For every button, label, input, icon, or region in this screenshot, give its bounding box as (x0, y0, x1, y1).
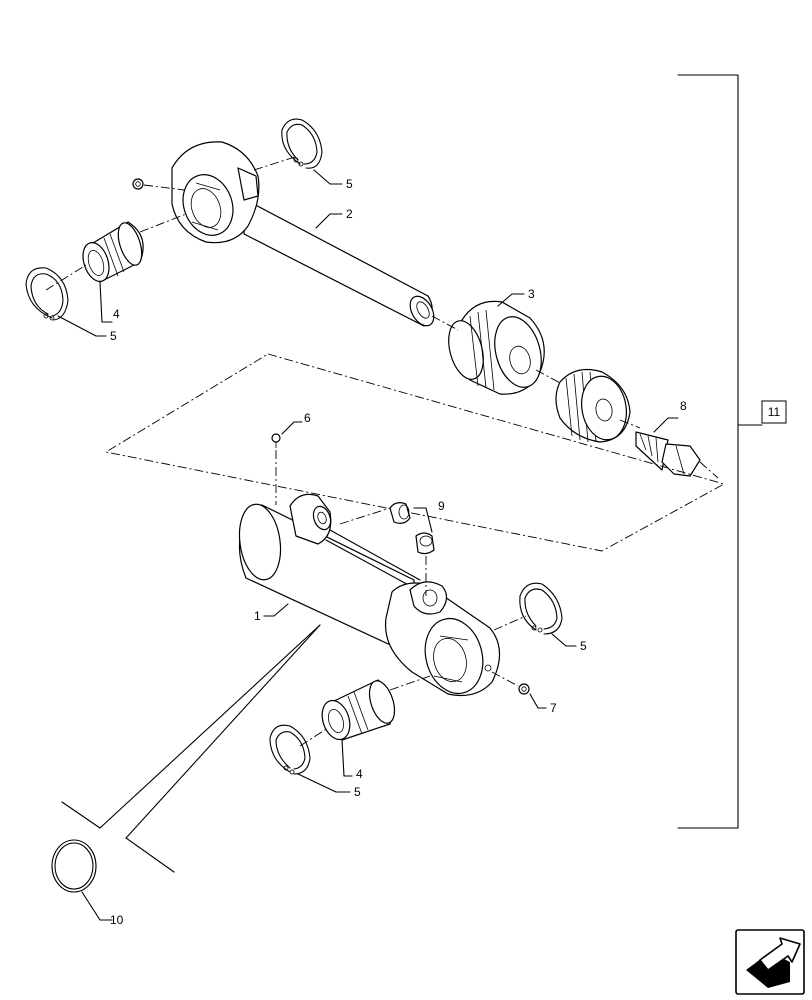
grease-fitting-7 (518, 683, 530, 695)
assembly-bracket: 11 (677, 74, 787, 829)
callout-7: 7 (550, 701, 557, 715)
grease-fitting-6 (271, 433, 281, 448)
callout-5-upper-left: 5 (110, 329, 117, 343)
callout-5-upper-right: 5 (346, 177, 353, 191)
bolt (635, 431, 701, 477)
piston-rod (171, 141, 435, 327)
bushing-upper (82, 221, 144, 283)
callout-4-lower: 4 (356, 767, 363, 781)
callout-6: 6 (304, 411, 311, 425)
callout-5-right: 5 (580, 639, 587, 653)
snap-ring-right (519, 582, 563, 635)
callout-10: 10 (110, 913, 124, 927)
callout-4-upper: 4 (113, 307, 120, 321)
callout-5-lower-left: 5 (354, 785, 361, 799)
cylinder-barrel (238, 493, 501, 697)
callouts: 5 2 4 5 3 8 6 9 1 5 7 4 5 10 (57, 169, 687, 927)
o-ring-detail (51, 624, 321, 893)
callout-2: 2 (346, 207, 353, 221)
callout-8: 8 (680, 399, 687, 413)
callout-9: 9 (438, 499, 445, 513)
callout-1: 1 (254, 609, 261, 623)
callout-3: 3 (528, 287, 535, 301)
snap-ring-upper-right (281, 118, 323, 169)
grease-fitting-rod (132, 178, 144, 190)
piston-nut (555, 369, 631, 443)
navigation-arrow-icon[interactable] (735, 929, 805, 995)
bushing-lower (321, 679, 396, 741)
snap-ring-lower-left (269, 724, 311, 775)
snap-ring-upper-left (25, 267, 69, 321)
callout-11: 11 (768, 405, 781, 419)
fitting-9 (389, 502, 435, 555)
piston (448, 300, 545, 395)
